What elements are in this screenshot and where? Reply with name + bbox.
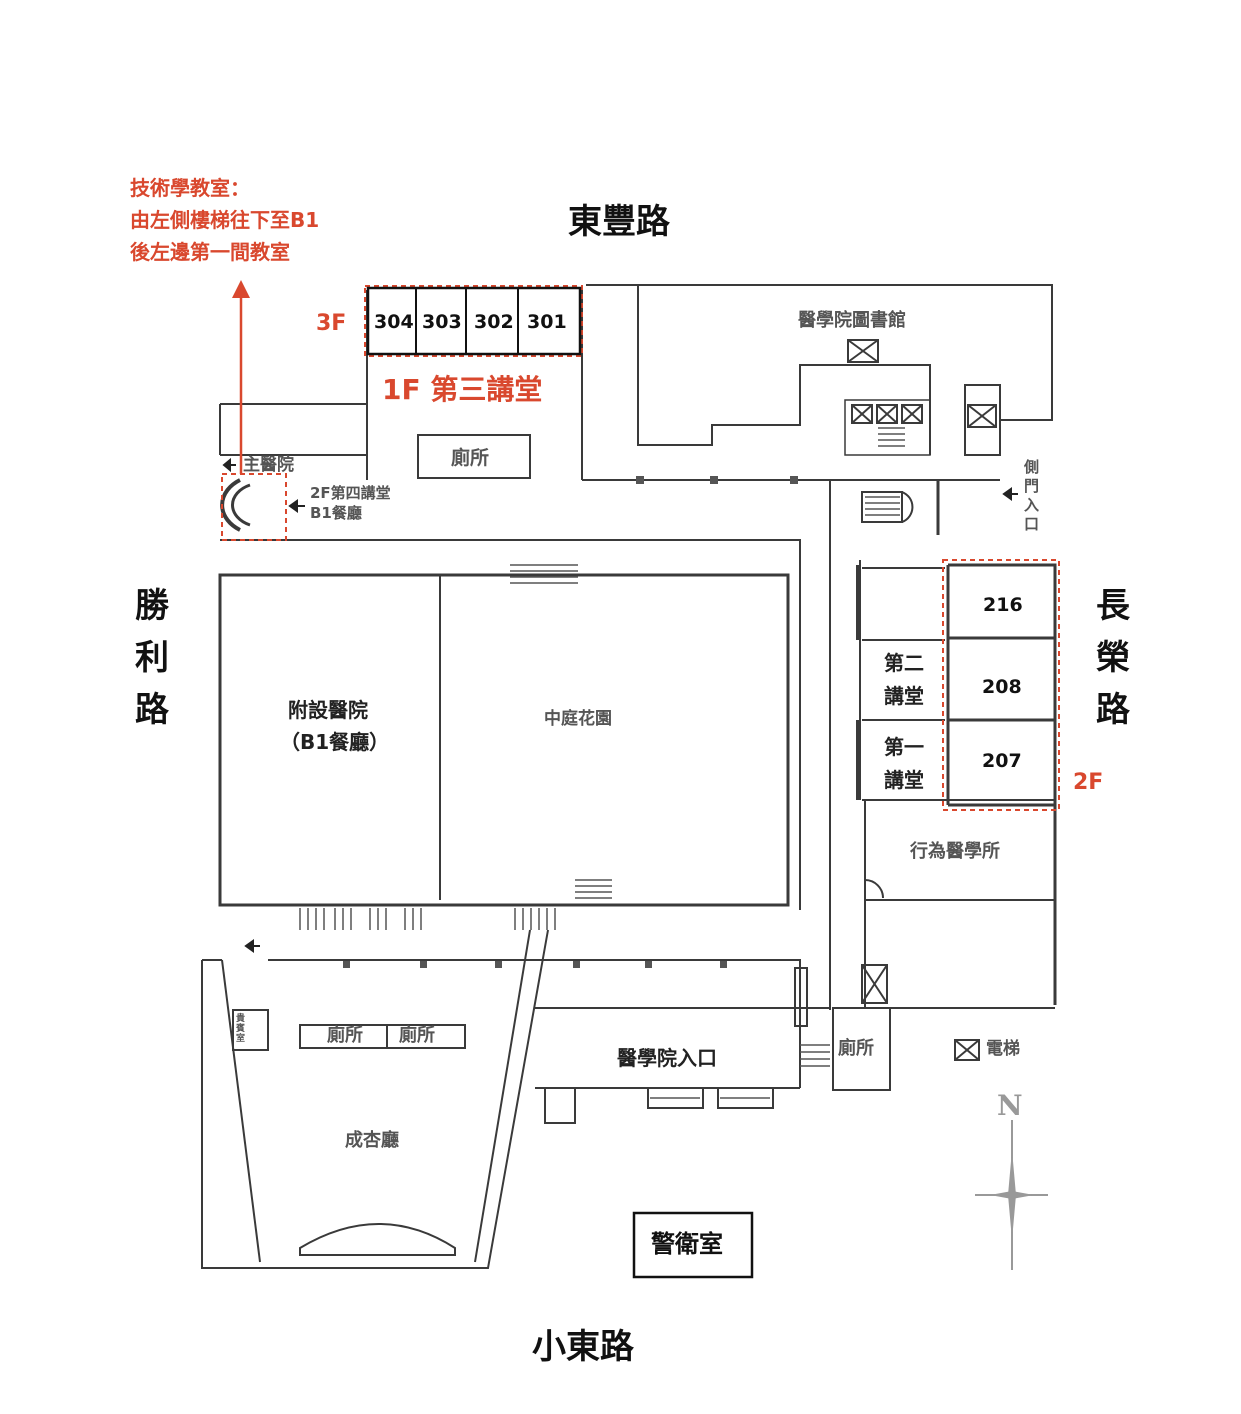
note-line-3: 後左邊第一間教室 — [130, 240, 290, 264]
vip-room-label: 貴賓室 — [236, 1014, 246, 1044]
room-303[interactable]: 303 — [422, 311, 462, 333]
west-stair-highlight — [221, 473, 287, 541]
elevator-icon — [847, 339, 879, 363]
chengxing-hall-label: 成杏廳 — [345, 1130, 399, 1151]
room-302[interactable]: 302 — [474, 311, 514, 333]
hospital-b1-label: （B1餐廳） — [280, 730, 390, 754]
lecture-hall-1-line1: 第一 — [884, 735, 924, 759]
toilet-top-label: 廁所 — [451, 447, 490, 469]
toilet-c-label: 廁所 — [838, 1038, 874, 1059]
room-207[interactable]: 207 — [982, 750, 1022, 772]
3f-room-block — [364, 285, 583, 357]
north-label: N — [997, 1089, 1023, 1122]
up-arrow-icon — [232, 280, 250, 474]
toilet-a-label: 廁所 — [327, 1025, 363, 1046]
elevator-legend-icon — [954, 1039, 980, 1061]
note-line-2: 由左側樓梯往下至B1 — [130, 208, 320, 232]
hospital-label: 附設醫院 — [288, 698, 368, 722]
road-north: 東豐路 — [568, 202, 670, 242]
elevator-legend-label: 電梯 — [986, 1039, 1020, 1059]
room-301[interactable]: 301 — [527, 311, 567, 333]
2f-room-highlight — [942, 559, 1060, 811]
behavior-institute-label: 行為醫學所 — [910, 841, 1000, 862]
side-gate-label: 側門入口 — [1024, 458, 1040, 533]
lecture-hall-3[interactable]: 1F 第三講堂 — [382, 373, 543, 406]
road-south: 小東路 — [532, 1327, 634, 1367]
floor-label-3f: 3F — [316, 311, 347, 336]
library-label: 醫學院圖書館 — [798, 310, 906, 331]
room-208[interactable]: 208 — [982, 676, 1022, 698]
guard-room-label: 警衛室 — [651, 1230, 723, 1258]
stair-note-4th-hall: 2F第四講堂 — [310, 484, 391, 502]
lecture-hall-2-line2: 講堂 — [884, 684, 924, 708]
toilet-b-label: 廁所 — [399, 1025, 435, 1046]
room-304[interactable]: 304 — [374, 311, 414, 333]
floor-label-2f: 2F — [1073, 770, 1104, 795]
room-216[interactable]: 216 — [983, 594, 1023, 616]
lecture-hall-1-line2: 講堂 — [884, 768, 924, 792]
note-line-1: 技術學教室： — [130, 176, 250, 200]
main-hospital-label: 主醫院 — [243, 455, 294, 475]
garden-label: 中庭花園 — [544, 709, 612, 729]
road-west: 勝利路 — [135, 586, 169, 730]
lecture-hall-2-line1: 第二 — [884, 651, 924, 675]
compass-icon — [975, 1120, 1048, 1270]
road-east: 長榮路 — [1096, 586, 1130, 730]
medical-school-entrance-label[interactable]: 醫學院入口 — [617, 1046, 717, 1070]
stair-note-b1-cafeteria: B1餐廳 — [310, 504, 362, 522]
